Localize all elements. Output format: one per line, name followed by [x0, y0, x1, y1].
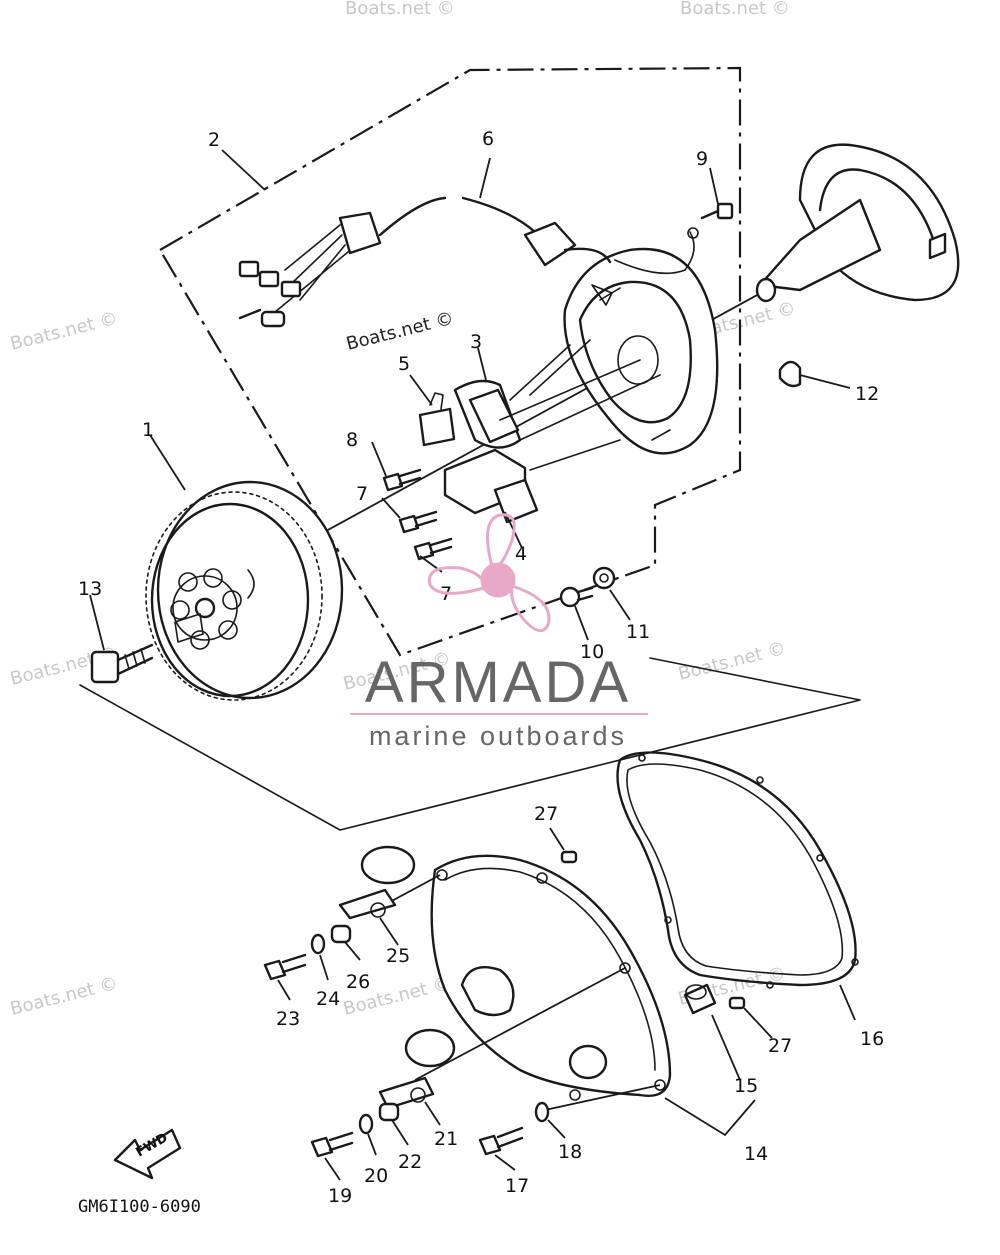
callout-label: 3 [470, 331, 482, 353]
callout-label: 1 [142, 419, 154, 441]
drawing-code: GM6I100-6090 [78, 1197, 201, 1217]
callout-label: 21 [434, 1128, 458, 1150]
callout-label: 5 [398, 353, 410, 375]
flywheel-bolt [90, 643, 154, 684]
callout-label: 27 [534, 803, 558, 825]
callout-label: 13 [78, 578, 102, 600]
armada-watermark: ARMADA marine outboards [350, 513, 648, 751]
callout-label: 4 [515, 543, 527, 565]
watermark-text: Boats.net © [345, 0, 455, 19]
callout-label: 15 [734, 1075, 758, 1097]
assembly-outline [79, 657, 861, 831]
brand-tagline: marine outboards [369, 721, 627, 751]
watermark-text: Boats.net © [8, 308, 120, 355]
bolt-9 [700, 202, 734, 220]
screw-10-washer-11 [559, 566, 616, 608]
wire-harness [238, 196, 699, 328]
callout-label: 25 [386, 945, 410, 967]
stator-coils [418, 339, 661, 524]
callout-label: 8 [346, 429, 358, 451]
callout-label: 7 [356, 483, 368, 505]
watermark-text: Boats.net © [680, 0, 790, 19]
flywheel-cover [374, 854, 672, 1111]
callout-label: 2 [208, 129, 220, 151]
callout-label: 22 [398, 1151, 422, 1173]
callout-label: 14 [744, 1143, 768, 1165]
clamps-and-fasteners [263, 845, 550, 1158]
callout-label: 24 [316, 988, 340, 1010]
callout-labels: 2 6 9 3 5 8 7 7 4 1 13 12 10 11 27 27 16… [78, 128, 884, 1207]
callout-label: 12 [855, 383, 879, 405]
callout-label: 6 [482, 128, 494, 150]
propeller-logo [427, 513, 551, 633]
watermark-text: Boats.net © [676, 638, 788, 685]
callout-label: 10 [580, 641, 604, 663]
callout-label: 17 [505, 1175, 529, 1197]
callout-label: 27 [768, 1035, 792, 1057]
watermark-text: Boats.net © [344, 308, 456, 355]
brand-name: ARMADA [365, 650, 631, 715]
flywheel [145, 480, 344, 701]
stator-base [563, 247, 719, 455]
crankshaft [755, 143, 960, 388]
bushings [560, 850, 746, 1015]
watermark-text: Boats.net © [8, 973, 120, 1020]
callout-label: 11 [626, 621, 650, 643]
callout-label: 9 [696, 148, 708, 170]
callout-label: 16 [860, 1028, 884, 1050]
callout-label: 19 [328, 1185, 352, 1207]
cover-gasket [616, 751, 859, 989]
callout-label: 20 [364, 1165, 388, 1187]
fwd-arrow: FWD [113, 1128, 182, 1180]
callout-label: 26 [346, 971, 370, 993]
assembly-outline [158, 66, 742, 657]
screws-7-8 [382, 468, 453, 561]
callout-label: 18 [558, 1141, 582, 1163]
callout-label: 23 [276, 1008, 300, 1030]
